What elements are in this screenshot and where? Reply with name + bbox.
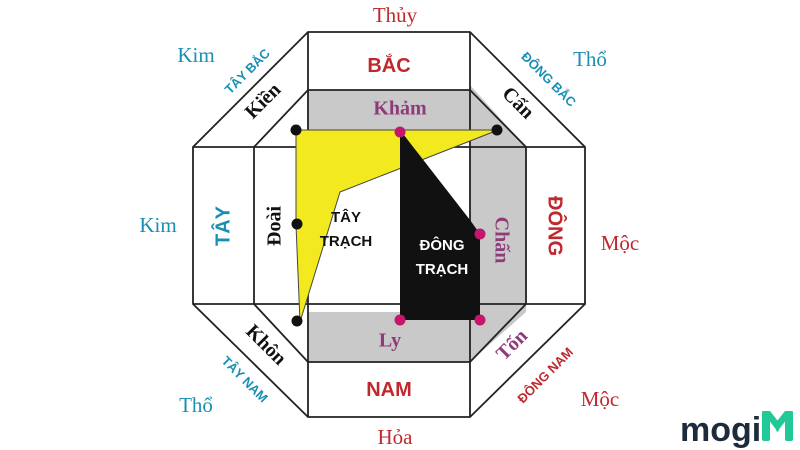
mogi-logo: mogi	[680, 411, 793, 449]
trigram-kham: Khảm	[373, 98, 427, 120]
west-group-label-2: TRẠCH	[320, 233, 373, 250]
element-west: Kim	[139, 213, 176, 237]
direction-north: BẮC	[367, 53, 410, 77]
dot-ly	[394, 314, 406, 326]
direction-southwest: TÂY NAM	[219, 353, 271, 405]
gray-band-south	[308, 312, 470, 362]
direction-southeast: ĐÔNG NAM	[514, 344, 576, 406]
direction-south: NAM	[366, 379, 412, 401]
dot-ton	[474, 314, 486, 326]
element-north: Thủy	[373, 3, 418, 27]
west-group-label-1: TÂY	[331, 208, 361, 226]
element-east: Mộc	[601, 231, 640, 255]
dot-khon	[291, 315, 303, 327]
element-southwest: Thổ	[179, 393, 213, 417]
east-group-label-2: TRẠCH	[416, 261, 469, 278]
trigram-kien: Kiền	[241, 79, 286, 124]
trigram-can: Cấn	[498, 83, 539, 124]
trigram-ly: Ly	[379, 330, 401, 352]
dot-doai	[291, 218, 303, 230]
direction-east: ĐÔNG	[544, 196, 568, 256]
east-group-label-1: ĐÔNG	[420, 236, 465, 254]
element-northwest: Kim	[177, 43, 214, 67]
direction-west: TÂY	[210, 205, 234, 246]
east-group-shape	[400, 130, 480, 320]
element-northeast: Thổ	[573, 47, 607, 71]
logo-text: mogi	[680, 411, 761, 449]
dot-kien	[290, 124, 302, 136]
dot-can	[491, 124, 503, 136]
trigram-doai: Đoài	[264, 206, 286, 246]
trigram-chan: Chấn	[490, 217, 512, 264]
west-group-shape	[295, 129, 499, 323]
logo-mark-icon	[762, 411, 793, 441]
element-south: Hỏa	[378, 425, 414, 449]
dot-kham	[394, 126, 406, 138]
dot-chan	[474, 228, 486, 240]
element-southeast: Mộc	[581, 387, 620, 411]
trigram-khon: Khôn	[241, 320, 290, 369]
